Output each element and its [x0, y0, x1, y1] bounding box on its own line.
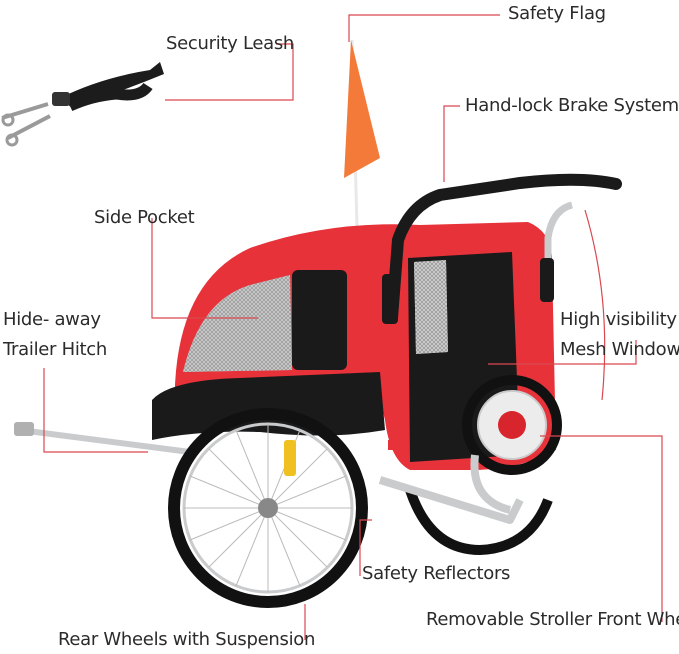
reflector	[388, 440, 400, 450]
rear-wheel	[168, 408, 368, 608]
callout-security-leash: Security Leash	[166, 33, 295, 54]
callout-trailer-hitch-line1: Hide- away	[3, 309, 101, 330]
callout-lines	[43, 14, 663, 640]
callout-trailer-hitch: Hide- away Trailer Hitch	[3, 305, 107, 365]
callout-side-pocket: Side Pocket	[94, 207, 195, 228]
callout-front-wheel: Removable Stroller Front Wheel	[426, 609, 679, 630]
far-rear-wheel	[405, 488, 553, 556]
callout-safety-reflectors: Safety Reflectors	[362, 563, 511, 584]
callout-rear-wheels: Rear Wheels with Suspension	[58, 629, 316, 650]
trailer-hitch-arm	[14, 422, 191, 455]
callout-safety-flag: Safety Flag	[508, 3, 606, 24]
callout-mesh-window-line1: High visibility	[560, 309, 677, 330]
handlebar	[382, 173, 622, 324]
callout-mesh-window-line2: Mesh Window	[560, 339, 679, 360]
front-stroller-wheel	[378, 375, 562, 524]
callout-hand-lock-brake: Hand-lock Brake System	[465, 95, 679, 116]
callout-mesh-window: High visibility Mesh Window	[560, 305, 679, 365]
callout-trailer-hitch-line2: Trailer Hitch	[3, 339, 107, 360]
security-leash-image	[1, 62, 164, 147]
trailer-body	[152, 222, 556, 470]
